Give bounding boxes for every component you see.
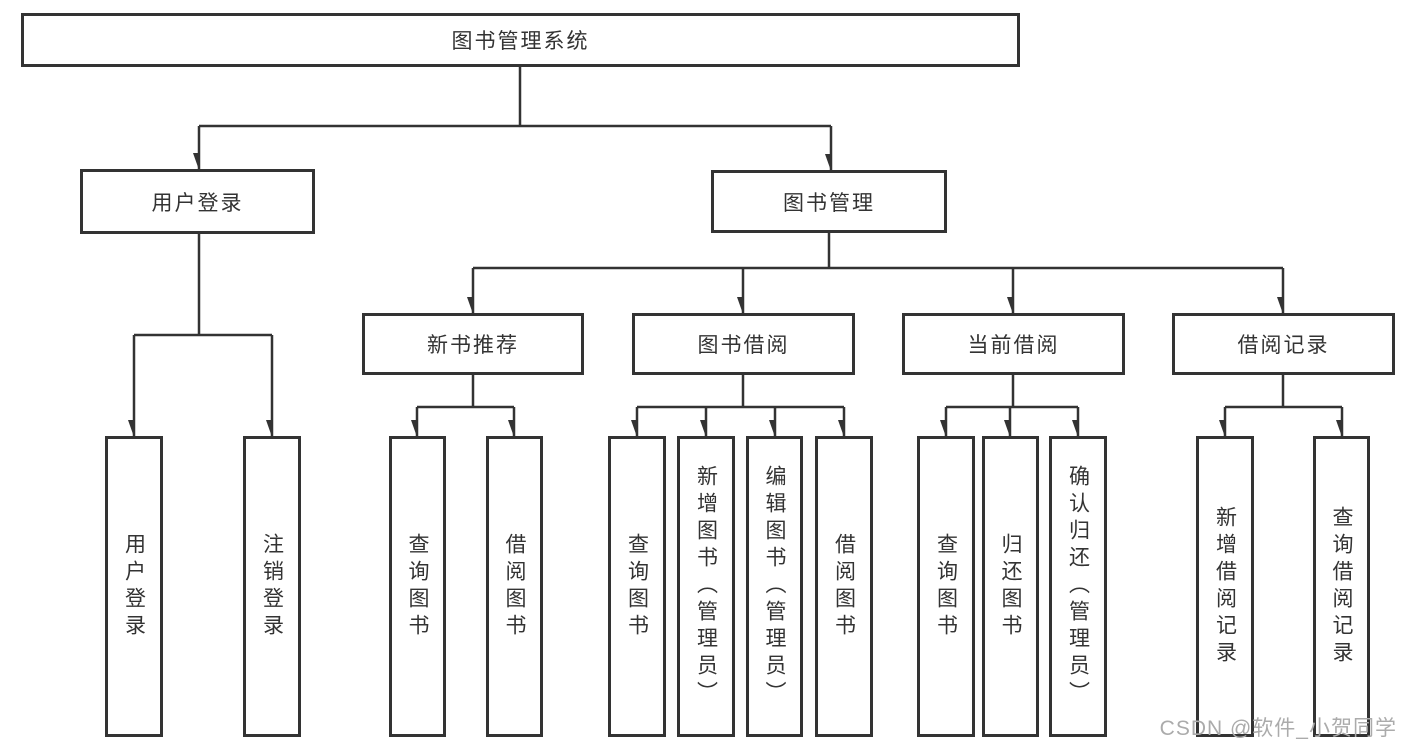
node-label: 注销登录 bbox=[260, 532, 284, 641]
node-label: 用户登录 bbox=[151, 191, 244, 215]
node-label: 查询借阅记录 bbox=[1330, 505, 1353, 668]
node-label: 借阅记录 bbox=[1237, 334, 1330, 357]
node-label: 新增借阅记录 bbox=[1213, 505, 1237, 668]
node-new-book-recommend: 新书推荐 bbox=[362, 313, 584, 375]
node-current-borrow: 当前借阅 bbox=[902, 313, 1125, 375]
node-leaf-return-book: 归还图书 bbox=[982, 436, 1039, 737]
node-leaf-query-book-recommend: 查询图书 bbox=[389, 436, 446, 737]
node-leaf-borrow-book-recommend: 借阅图书 bbox=[486, 436, 543, 737]
csdn-watermark: CSDN @软件_小贺同学 bbox=[1159, 717, 1397, 740]
node-leaf-confirm-return-admin: 确认归还（管理员） bbox=[1049, 436, 1107, 737]
node-label: 借阅图书 bbox=[503, 532, 526, 641]
node-label: 图书借阅 bbox=[697, 334, 790, 357]
node-label: 图书管理 bbox=[783, 191, 875, 215]
node-label: 当前借阅 bbox=[967, 334, 1060, 357]
node-leaf-query-borrow-record: 查询借阅记录 bbox=[1313, 436, 1370, 737]
node-leaf-add-borrow-record: 新增借阅记录 bbox=[1196, 436, 1254, 737]
node-leaf-logout: 注销登录 bbox=[243, 436, 301, 737]
node-book-borrow: 图书借阅 bbox=[632, 313, 855, 375]
node-label: 编辑图书（管理员） bbox=[763, 465, 786, 708]
node-leaf-user-login: 用户登录 bbox=[105, 436, 163, 737]
node-label: 借阅图书 bbox=[832, 532, 856, 641]
node-leaf-query-book-borrow: 查询图书 bbox=[608, 436, 666, 737]
node-root-library-system: 图书管理系统 bbox=[21, 13, 1020, 67]
node-label: 查询图书 bbox=[625, 532, 649, 641]
node-label: 查询图书 bbox=[406, 532, 429, 641]
node-leaf-borrow-book: 借阅图书 bbox=[815, 436, 873, 737]
node-borrow-record: 借阅记录 bbox=[1172, 313, 1395, 375]
node-leaf-edit-book-admin: 编辑图书（管理员） bbox=[746, 436, 803, 737]
node-book-management-branch: 图书管理 bbox=[711, 170, 947, 233]
node-label: 用户登录 bbox=[122, 532, 146, 641]
node-leaf-add-book-admin: 新增图书（管理员） bbox=[677, 436, 735, 737]
node-label: 确认归还（管理员） bbox=[1066, 465, 1090, 708]
node-label: 图书管理系统 bbox=[451, 30, 590, 53]
node-label: 归还图书 bbox=[999, 532, 1022, 641]
node-label: 新增图书（管理员） bbox=[694, 465, 718, 708]
node-user-login-branch: 用户登录 bbox=[80, 169, 315, 234]
node-label: 新书推荐 bbox=[427, 334, 519, 357]
node-leaf-query-book-current: 查询图书 bbox=[917, 436, 975, 737]
node-label: 查询图书 bbox=[934, 532, 958, 641]
